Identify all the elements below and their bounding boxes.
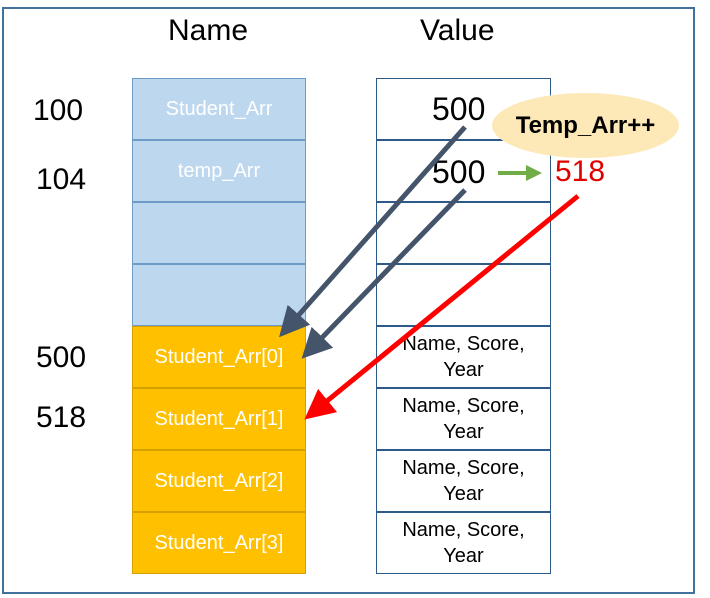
value-cell-record-0: Name, Score, Year [376,326,551,388]
name-cell-student-arr-2: Student_Arr[2] [132,450,306,512]
temp-arr-new-value: 518 [555,155,606,188]
name-cell-student-arr: Student_Arr [132,78,306,140]
record-3-line1: Name, Score, [402,519,525,541]
name-cell-empty-1 [132,202,306,264]
name-cell-temp-arr: temp_Arr [132,140,306,202]
address-518: 518 [36,401,87,434]
student-arr-value: 500 [432,91,486,127]
address-500: 500 [36,341,87,374]
diagram-frame [2,7,695,594]
address-100: 100 [33,94,84,127]
arrow-student-arr-to-element-0 [279,125,467,338]
value-cell-record-3: Name, Score, Year [376,512,551,574]
name-cell-empty-2 [132,264,306,326]
record-1-line2: Year [443,421,484,443]
name-cell-student-arr-1: Student_Arr[1] [132,388,306,450]
value-cell-record-1: Name, Score, Year [376,388,551,450]
name-cell-student-arr-0: Student_Arr[0] [132,326,306,388]
value-column-header: Value [420,14,495,47]
arrow-temp-arr-to-element-0 [301,188,467,359]
record-0-line2: Year [443,359,484,381]
record-2-line1: Name, Score, [402,457,525,479]
name-cell-student-arr-3: Student_Arr[3] [132,512,306,574]
record-0-line1: Name, Score, [402,333,525,355]
value-cell-record-2: Name, Score, Year [376,450,551,512]
name-column-header: Name [168,14,249,47]
temp-arr-value: 500 [432,154,486,190]
arrow-temp-arr-to-element-1 [304,194,580,420]
record-2-line2: Year [443,483,484,505]
record-1-line1: Name, Score, [402,395,525,417]
address-104: 104 [36,163,87,196]
value-cell-4 [376,264,551,326]
record-3-line2: Year [443,545,484,567]
temp-arr-increment-bubble: Temp_Arr++ [492,93,679,158]
